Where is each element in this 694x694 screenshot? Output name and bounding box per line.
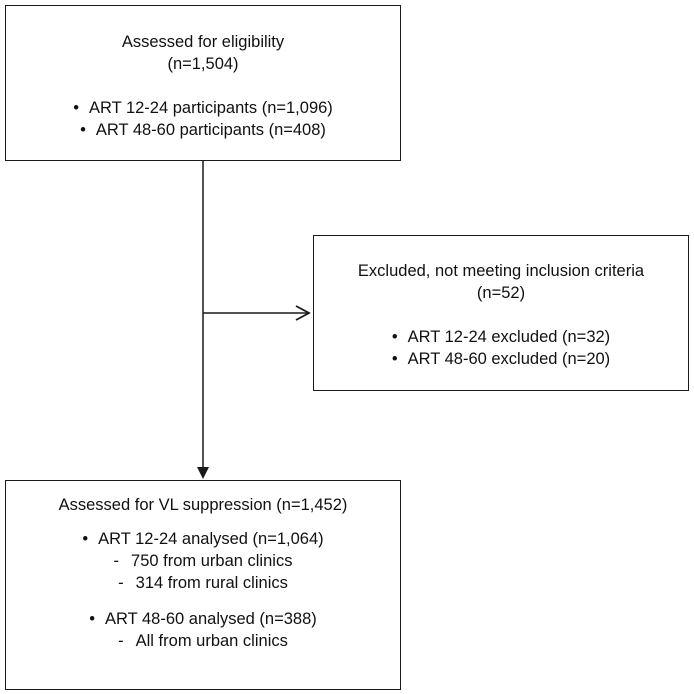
analysed-group2-label: ART 48-60 analysed (n=388) <box>6 608 400 630</box>
arrow-head-down <box>197 467 209 479</box>
excluded-bullet-art-12-24: ART 12-24 excluded (n=32) <box>314 326 688 348</box>
excluded-box: Excluded, not meeting inclusion criteria… <box>313 235 689 391</box>
excluded-title: Excluded, not meeting inclusion criteria <box>357 262 645 280</box>
eligibility-count: (n=1,504) <box>167 55 239 73</box>
analysed-group1-detail-urban: 750 from urban clinics <box>6 550 400 572</box>
analysed-title: Assessed for VL suppression (n=1,452) <box>58 496 348 514</box>
eligibility-bullet-art-48-60: ART 48-60 participants (n=408) <box>6 119 400 141</box>
eligibility-box: Assessed for eligibility (n=1,504) ART 1… <box>5 5 401 161</box>
analysed-group2-detail-urban: All from urban clinics <box>6 630 400 652</box>
arrow-head-right <box>295 305 311 321</box>
analysed-group1-label: ART 12-24 analysed (n=1,064) <box>6 528 400 550</box>
excluded-count: (n=52) <box>476 284 526 302</box>
analysed-group1-detail-rural: 314 from rural clinics <box>6 572 400 594</box>
eligibility-title: Assessed for eligibility <box>121 33 285 51</box>
analysed-box: Assessed for VL suppression (n=1,452) AR… <box>5 480 401 690</box>
excluded-bullet-art-48-60: ART 48-60 excluded (n=20) <box>314 348 688 370</box>
eligibility-bullet-art-12-24: ART 12-24 participants (n=1,096) <box>6 97 400 119</box>
